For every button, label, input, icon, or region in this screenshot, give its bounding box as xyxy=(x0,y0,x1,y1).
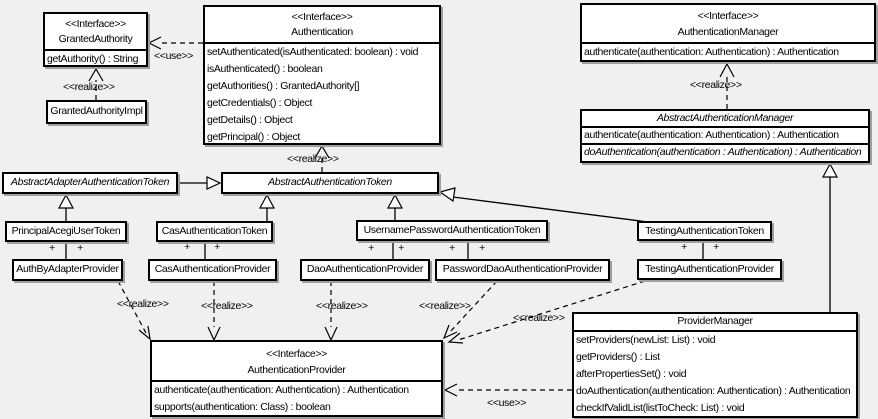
class-name: GrantedAuthority xyxy=(58,33,133,45)
realize-password-dao-provider xyxy=(442,280,498,340)
class-name: AbstractAuthenticationToken xyxy=(268,176,392,188)
class-name: GrantedAuthorityImpl xyxy=(50,105,143,117)
method: getProviders() : List xyxy=(576,351,660,363)
method: authenticate(authentication: Authenticat… xyxy=(584,129,839,141)
class-granted-authority: <<Interface>> GrantedAuthority getAuthor… xyxy=(43,12,148,67)
class-name: ProviderManager xyxy=(677,315,753,327)
class-granted-authority-impl: GrantedAuthorityImpl xyxy=(46,100,147,124)
generalization-principal-token-to-adapter-token xyxy=(57,193,75,221)
multiplicity-plus: + xyxy=(49,242,55,254)
realize-granted-authority-impl xyxy=(88,67,104,100)
method: getAuthority() : String xyxy=(47,53,139,65)
class-name: AuthenticationManager xyxy=(677,26,779,38)
class-username-password-authentication-token: UsernamePasswordAuthenticationToken xyxy=(356,220,548,241)
generalization-adapter-token-to-abstract-token xyxy=(178,176,222,190)
method: getAuthorities() : GrantedAuthority[] xyxy=(207,80,360,92)
realize-label: <<realize>> xyxy=(63,81,115,93)
method: supports(authentication: Class) : boolea… xyxy=(154,401,331,413)
realize-label: <<realize>> xyxy=(419,300,471,312)
class-testing-authentication-token: TestingAuthenticationToken xyxy=(637,221,772,241)
class-name: TestingAuthenticationToken xyxy=(645,225,764,237)
class-dao-authentication-provider: DaoAuthenticationProvider xyxy=(300,259,430,281)
generalization-cas-token-to-abstract-token xyxy=(258,193,276,221)
class-name: DaoAuthenticationProvider xyxy=(306,263,424,275)
multiplicity-plus: + xyxy=(214,241,220,253)
generalization-usernamepassword-token-to-abstract-token xyxy=(386,193,404,220)
method: setAuthenticated(isAuthenticated: boolea… xyxy=(207,46,419,58)
multiplicity-plus: + xyxy=(184,241,190,253)
multiplicity-plus: + xyxy=(713,241,719,253)
class-name: UsernamePasswordAuthenticationToken xyxy=(363,224,541,236)
class-auth-by-adapter-provider: AuthByAdapterProvider xyxy=(12,259,123,281)
class-abstract-adapter-authentication-token: AbstractAdapterAuthenticationToken xyxy=(2,172,178,194)
class-principal-acegi-user-token: PrincipalAcegiUserToken xyxy=(5,221,127,242)
method: authenticate(authentication: Authenticat… xyxy=(154,384,409,396)
class-provider-manager: ProviderManager setProviders(newList: Li… xyxy=(572,312,858,418)
stereotype-label: <<Interface>> xyxy=(266,348,327,360)
class-abstract-authentication-manager: AbstractAuthenticationManager authentica… xyxy=(580,109,870,163)
realize-label: <<realize>> xyxy=(201,300,253,312)
class-name: CasAuthenticationProvider xyxy=(154,263,271,275)
use-label: <<use>> xyxy=(154,50,194,62)
realize-label: <<realize>> xyxy=(316,300,368,312)
method: getCredentials() : Object xyxy=(207,97,313,109)
class-name: AuthByAdapterProvider xyxy=(16,263,119,275)
class-password-dao-authentication-provider: PasswordDaoAuthenticationProvider xyxy=(435,259,610,281)
class-name: AbstractAdapterAuthenticationToken xyxy=(10,176,170,188)
multiplicity-plus: + xyxy=(368,242,374,254)
class-name: TestingAuthenticationProvider xyxy=(645,263,774,275)
class-abstract-authentication-token: AbstractAuthenticationToken xyxy=(221,172,439,194)
method: doAuthentication(authentication : Authen… xyxy=(584,146,862,158)
stereotype-label: <<Interface>> xyxy=(65,18,126,30)
class-authentication-manager: <<Interface>> AuthenticationManager auth… xyxy=(580,3,876,62)
stereotype-label: <<Interface>> xyxy=(697,10,759,22)
use-provider-manager-to-authentication-provider xyxy=(443,383,572,397)
class-name: PrincipalAcegiUserToken xyxy=(11,225,121,237)
use-label: <<use>> xyxy=(487,397,527,409)
class-name: CasAuthenticationToken xyxy=(161,225,268,237)
realize-label: <<realize>> xyxy=(513,312,565,324)
realize-testing-provider xyxy=(447,280,646,344)
method: getPrincipal() : Object xyxy=(207,131,300,143)
realize-auth-by-adapter-provider xyxy=(117,280,151,341)
method: afterPropertiesSet() : void xyxy=(576,368,687,380)
method: checkIfValidList(listToCheck: List) : vo… xyxy=(576,402,745,414)
stereotype-label: <<Interface>> xyxy=(291,11,353,23)
realize-label: <<realize>> xyxy=(287,153,339,165)
method: doAuthentication(authentication: Authent… xyxy=(576,385,851,397)
realize-abstract-token-to-authentication xyxy=(314,144,330,172)
method: isAuthenticated() : boolean xyxy=(207,63,323,75)
multiplicity-plus: + xyxy=(479,242,485,254)
class-authentication: <<Interface>> Authentication setAuthenti… xyxy=(203,5,441,145)
class-name: AbstractAuthenticationManager xyxy=(656,112,794,124)
multiplicity-plus: + xyxy=(398,242,404,254)
multiplicity-plus: + xyxy=(681,241,687,253)
generalization-testing-token-to-abstract-token xyxy=(438,187,649,223)
method: getDetails() : Object xyxy=(207,114,293,126)
class-testing-authentication-provider: TestingAuthenticationProvider xyxy=(637,259,782,280)
realize-label: <<realize>> xyxy=(690,79,742,91)
method: setProviders(newList: List) : void xyxy=(576,334,716,346)
class-cas-authentication-provider: CasAuthenticationProvider xyxy=(148,259,277,281)
class-name: AuthenticationProvider xyxy=(247,364,346,376)
class-name: Authentication xyxy=(291,26,353,38)
multiplicity-plus: + xyxy=(449,242,455,254)
generalization-provider-manager-to-abstract-manager xyxy=(821,162,839,312)
use-authentication-to-granted-authority xyxy=(147,36,203,50)
realize-label: <<realize>> xyxy=(117,298,169,310)
multiplicity-plus: + xyxy=(77,242,83,254)
method: authenticate(authentication: Authenticat… xyxy=(584,46,839,58)
class-cas-authentication-token: CasAuthenticationToken xyxy=(156,221,273,242)
class-name: PasswordDaoAuthenticationProvider xyxy=(442,263,603,275)
class-authentication-provider: <<Interface>> AuthenticationProvider aut… xyxy=(150,340,443,417)
realize-abstract-manager-to-authentication-manager xyxy=(719,62,735,109)
